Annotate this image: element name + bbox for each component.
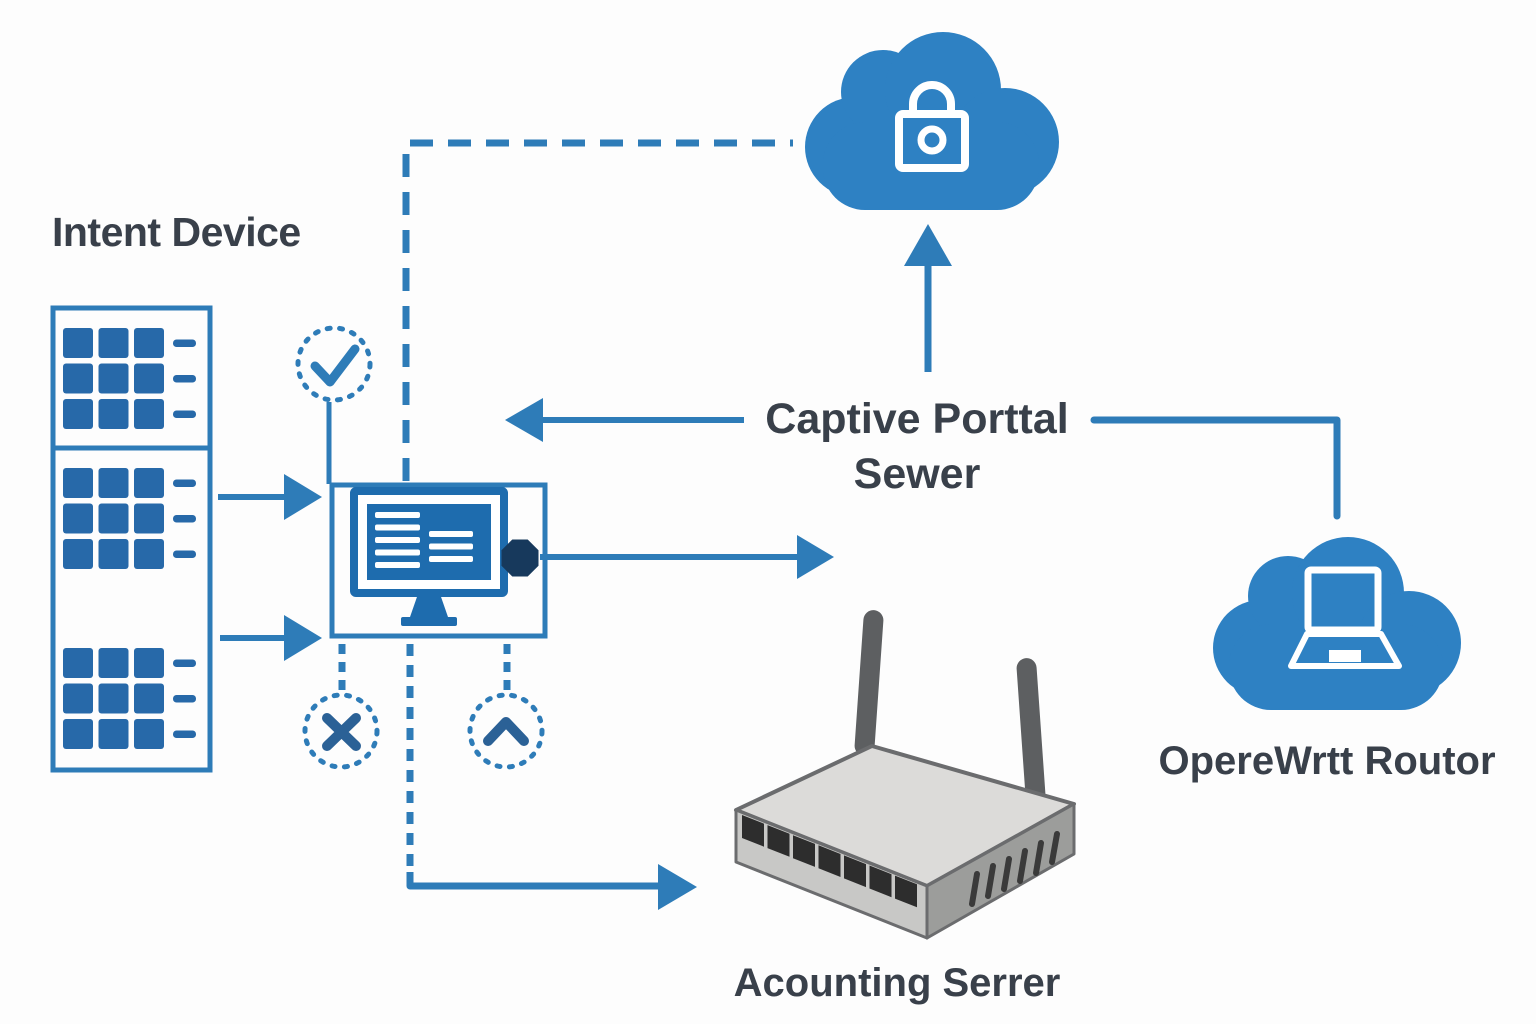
captive-portal-label-line1: Captive Porttal (765, 395, 1069, 443)
wifi-router-device (734, 610, 1076, 940)
arrow-to-accounting-server (406, 864, 697, 910)
arrow-portal-to-gateway (505, 398, 744, 442)
captive-portal-label-line2: Sewer (853, 450, 981, 499)
laptop-icon (1288, 566, 1402, 669)
side-vents (969, 831, 1060, 907)
cloud-lock-icon (805, 32, 1059, 210)
arrow-portal-to-cloud (904, 224, 952, 372)
cloud-laptop-icon (1213, 537, 1461, 710)
server-grid-icon (50, 305, 213, 773)
chevron-up-icon (467, 692, 545, 770)
monitor-icon (350, 487, 508, 626)
arrow-device-to-gateway-lower (220, 615, 322, 661)
captive-portal-label: Captive Porttal Sewer (733, 392, 1101, 502)
openwrt-router-label: OpereWrtt Routor (1158, 739, 1496, 783)
ethernet-ports (742, 815, 917, 908)
intent-device-label: Intent Device (52, 209, 301, 255)
arrow-device-to-gateway-upper (218, 474, 322, 520)
antenna-icon (854, 610, 1046, 804)
dashed-auth-path (402, 139, 793, 481)
gateway-port-node (501, 539, 539, 577)
x-icon (302, 692, 380, 770)
elbow-portal-to-router (1090, 416, 1341, 520)
lock-icon (895, 81, 969, 172)
arrow-gateway-right (540, 535, 834, 579)
accounting-server-label: Acounting Serrer (733, 961, 1061, 1005)
check-icon (295, 325, 373, 403)
